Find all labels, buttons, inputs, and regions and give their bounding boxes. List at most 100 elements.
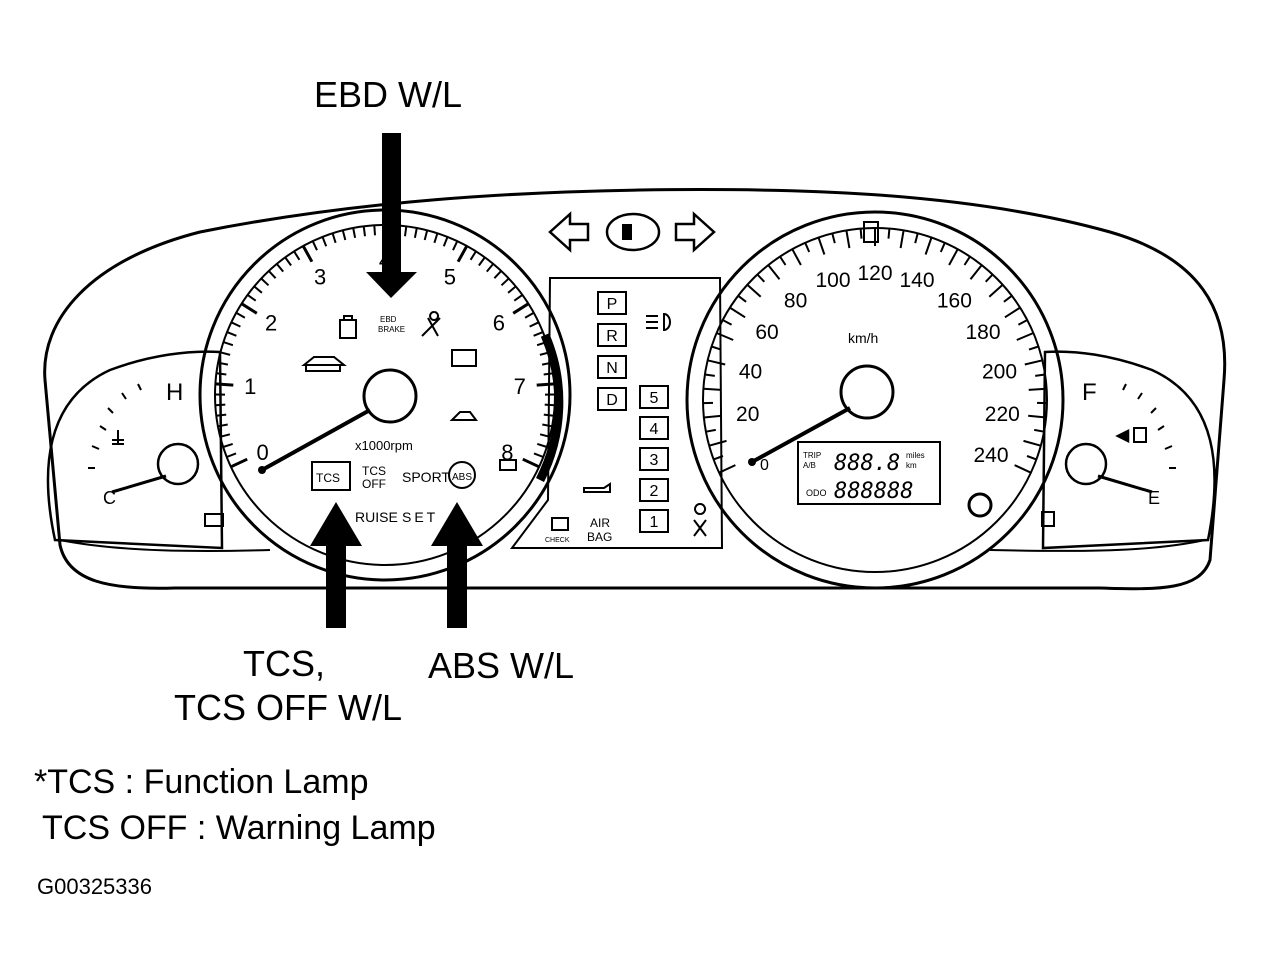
cruise-lamp-label: RUISE — [355, 509, 398, 525]
callout-arrows — [310, 133, 483, 628]
speedometer-tick — [707, 359, 726, 366]
tachometer-tick — [404, 226, 408, 237]
tcs-lamp — [311, 461, 351, 491]
oil-pressure-icon — [499, 459, 517, 471]
speedometer-tick — [948, 248, 959, 266]
tachometer-number: 2 — [265, 311, 277, 336]
airbag-label-2: BAG — [587, 530, 612, 544]
sport-gear-box — [639, 509, 669, 533]
speedometer-tick — [703, 414, 722, 419]
tachometer-ticks — [214, 225, 556, 469]
tachometer-needle — [261, 408, 371, 472]
trip-value: 888.8 — [834, 451, 900, 476]
speedometer-tick — [984, 273, 994, 283]
sport-gear-box — [639, 478, 669, 502]
temperature-gauge — [46, 350, 224, 550]
speedometer-tick — [716, 332, 734, 341]
speedometer-tick — [767, 264, 781, 280]
set-lamp-label: SET — [402, 509, 438, 525]
speedometer-tick — [1017, 319, 1028, 326]
speedometer-tick — [703, 387, 722, 391]
tachometer-tick — [469, 250, 477, 261]
sport-gear-label: 4 — [650, 421, 659, 438]
check-engine-icon — [551, 517, 569, 531]
tachometer-tick — [240, 302, 258, 315]
speedometer-tick — [737, 295, 747, 303]
battery-icon — [451, 349, 477, 367]
tachometer-tick — [478, 256, 486, 267]
gear-indicator-box — [597, 323, 627, 347]
speedometer-number: 20 — [736, 403, 759, 426]
abs-arrow — [431, 502, 483, 628]
speedometer-tick — [722, 319, 733, 326]
speedometer-tick — [899, 230, 905, 249]
tachometer-tick — [216, 413, 227, 417]
tachometer-tick — [442, 236, 449, 247]
speedometer-tick — [1016, 332, 1034, 341]
fog-light-icon — [646, 312, 671, 332]
tachometer-tick — [226, 331, 237, 337]
tachometer-tick — [536, 442, 548, 448]
speedometer-number: 240 — [973, 444, 1008, 467]
tachometer-tick — [529, 321, 540, 328]
tachometer-tick — [423, 230, 429, 241]
abs-lamp — [448, 461, 476, 489]
sport-gear-box — [639, 447, 669, 471]
gear-indicator-label: D — [606, 392, 618, 409]
odo-value: 888888 — [834, 479, 913, 504]
tcs-off-lamp-label-2: OFF — [362, 477, 386, 491]
tachometer-tick — [512, 302, 530, 315]
tachometer-number: 3 — [314, 265, 326, 290]
tachometer-tick — [373, 225, 376, 236]
speedometer-tick — [708, 439, 727, 447]
fuel-empty-label: E — [1148, 488, 1160, 508]
tachometer-tick — [500, 277, 510, 287]
tachometer-tick — [331, 232, 337, 244]
cluster-housing — [43, 187, 1227, 591]
left-turn-signal-icon — [548, 211, 590, 253]
trip-label-1: TRIP — [803, 451, 821, 460]
speedometer-tick — [1026, 455, 1037, 461]
speedometer-zero: 0 — [760, 457, 769, 474]
speedometer-tick — [914, 233, 919, 244]
speedometer-number: 100 — [815, 269, 850, 292]
seatbelt-icon — [339, 315, 357, 339]
tachometer-tick — [216, 372, 227, 376]
speedometer-tick — [705, 428, 716, 433]
abs-callout-label: ABS W/L — [428, 645, 575, 686]
tcs-arrow — [310, 502, 362, 628]
seatbelt-warning-icon — [693, 503, 707, 537]
tachometer-tick — [456, 245, 469, 263]
check-engine-label: CHECK — [545, 537, 570, 544]
tachometer-tick — [260, 277, 270, 287]
sport-gear-label: 5 — [650, 390, 659, 407]
tachometer-tick — [493, 270, 502, 279]
sport-gear-box — [639, 385, 669, 409]
speedometer-tick — [718, 464, 736, 474]
temp-hot-label: H — [166, 379, 183, 406]
right-turn-signal-icon — [674, 211, 716, 253]
gear-indicator-label: N — [606, 360, 618, 377]
speedometer-tick — [887, 228, 891, 239]
headlight-indicator-icon — [605, 212, 661, 252]
tachometer-tick — [219, 433, 231, 438]
speedometer-tick — [924, 237, 933, 255]
tachometer-tick — [524, 311, 535, 319]
tcs-off-lamp-label-1: TCS — [362, 464, 386, 478]
speedometer-tick — [831, 233, 836, 244]
tachometer-number: 5 — [444, 265, 456, 290]
tcs-callout-label-line2: TCS OFF W/L — [174, 687, 402, 728]
speedometer-tick — [711, 345, 722, 351]
gear-indicator-label: P — [607, 296, 618, 313]
tachometer-tick — [293, 250, 301, 261]
speedometer-number: 60 — [755, 321, 778, 344]
tachometer-tick — [220, 351, 231, 356]
tachometer-tick — [486, 263, 494, 273]
speedometer-number: 200 — [982, 361, 1017, 384]
door-open-icon — [301, 356, 347, 372]
ebd-callout-label: EBD W/L — [314, 74, 463, 115]
tachometer-tick — [413, 227, 418, 238]
gear-indicator-label: R — [606, 328, 618, 345]
